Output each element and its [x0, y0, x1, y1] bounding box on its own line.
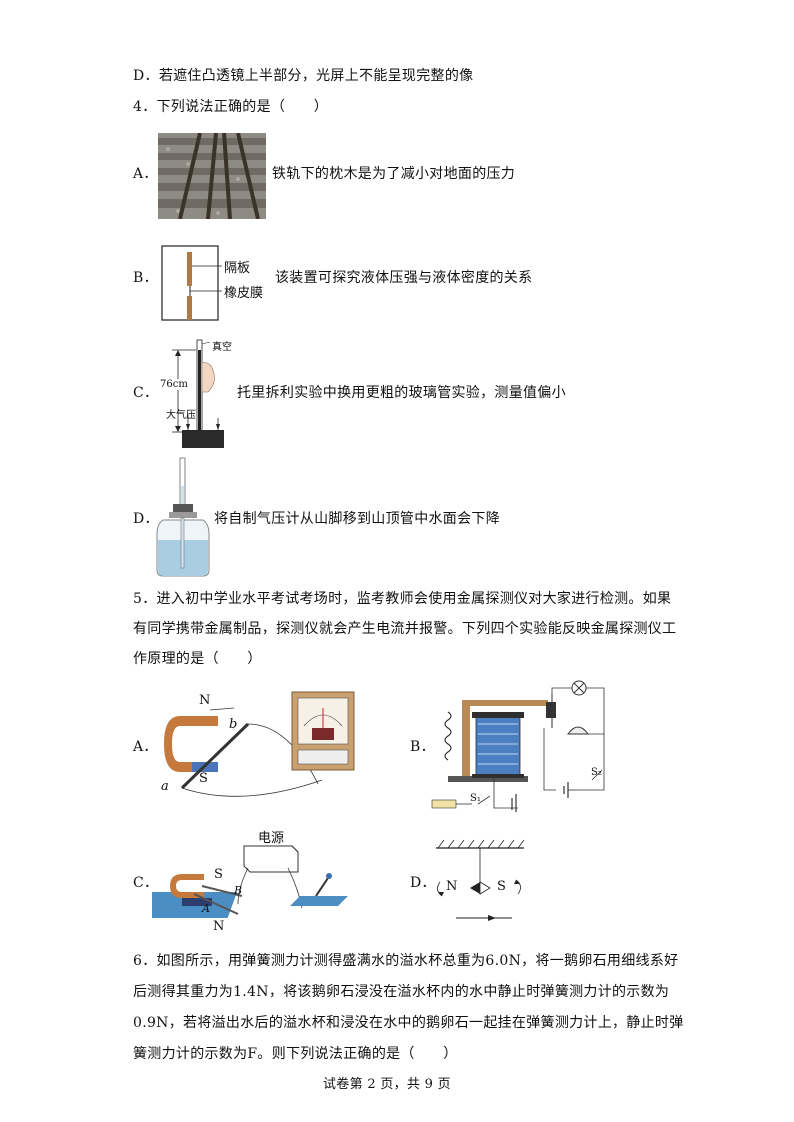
height-label: 76cm: [160, 379, 188, 390]
q5-d-label: D．: [410, 875, 436, 891]
barometer-bottle: [155, 456, 211, 582]
magnet-n-label-c: N: [213, 919, 225, 934]
magnet-n-label: N: [199, 693, 211, 708]
torricelli-diagram: [158, 336, 238, 458]
switch-s1-label: S₁: [470, 793, 481, 804]
induction-diagram: [152, 688, 357, 804]
q5-stem-2: 有同学携带金属制品，探测仪就会产生电流并报警。下列四个实验能反映金属探测仪工: [133, 621, 677, 637]
page-footer: 试卷第 2 页，共 9 页: [323, 1077, 451, 1092]
motor-diagram: [127, 840, 352, 932]
point-b-label: B: [234, 884, 243, 897]
compass-diagram: [430, 838, 530, 930]
membrane-label: 橡皮膜: [224, 286, 264, 301]
q6-stem-2: 后测得其重力为1.4N，将该鹅卵石浸没在溢水杯内的水中静止时弹簧测力计的示数为: [133, 984, 670, 1000]
q6-stem-1: 6．如图所示，用弹簧测力计测得盛满水的溢水杯总重为6.0N，将一鹅卵石用细线系好: [133, 953, 679, 969]
q6-stem-3: 0.9N，若将溢出水后的溢水杯和浸没在水中的鹅卵石一起挂在弹簧测力计上，静止时弹: [133, 1015, 684, 1031]
q3-option-d: D．若遮住凸透镜上半部分，光屏上不能呈现完整的像: [133, 68, 474, 84]
point-a-label: A: [202, 902, 210, 915]
q6-stem-4: 簧测力计的示数为F。则下列说法正确的是（ ）: [133, 1046, 458, 1062]
rod-end-b: b: [229, 717, 238, 732]
power-source-label: 电源: [258, 831, 285, 846]
q5-stem-1: 5．进入初中学业水平考试考场时，监考教师会使用金属探测仪对大家进行检测。如果: [133, 591, 672, 607]
q5-stem-3: 作原理的是（ ）: [133, 651, 262, 667]
q4-c-text: 托里拆利实验中换用更粗的玻璃管实验，测量值偏小: [237, 385, 566, 401]
q4-d-label: D．: [133, 511, 159, 527]
railway-photo: [158, 132, 266, 223]
atm-label: 大气压: [166, 410, 196, 421]
q5-c-label: C．: [133, 875, 159, 891]
needle-s-label: S: [497, 879, 506, 894]
q4-d-text: 将自制气压计从山脚移到山顶管中水面会下降: [214, 511, 500, 527]
magnet-s-label-c: S: [214, 867, 223, 882]
needle-n-label: N: [446, 879, 458, 894]
relay-diagram: [428, 672, 608, 816]
q4-a-label: A．: [133, 166, 158, 182]
q5-a-label: A．: [133, 739, 158, 755]
q4-b-label: B．: [133, 270, 158, 286]
q4-stem: 4．下列说法正确的是（ ）: [133, 99, 329, 115]
vacuum-label: 真空: [212, 342, 232, 353]
container-partition-diagram: [160, 244, 270, 328]
rod-end-a: a: [161, 779, 169, 794]
partition-label: 隔板: [224, 261, 251, 276]
q4-c-label: C．: [133, 385, 159, 401]
q4-a-text: 铁轨下的枕木是为了减小对地面的压力: [272, 166, 516, 182]
q5-b-label: B．: [410, 739, 435, 755]
q4-b-text: 该装置可探究液体压强与液体密度的关系: [275, 270, 533, 286]
switch-s2-label: S₂: [591, 767, 602, 778]
magnet-s-label: S: [199, 771, 208, 786]
